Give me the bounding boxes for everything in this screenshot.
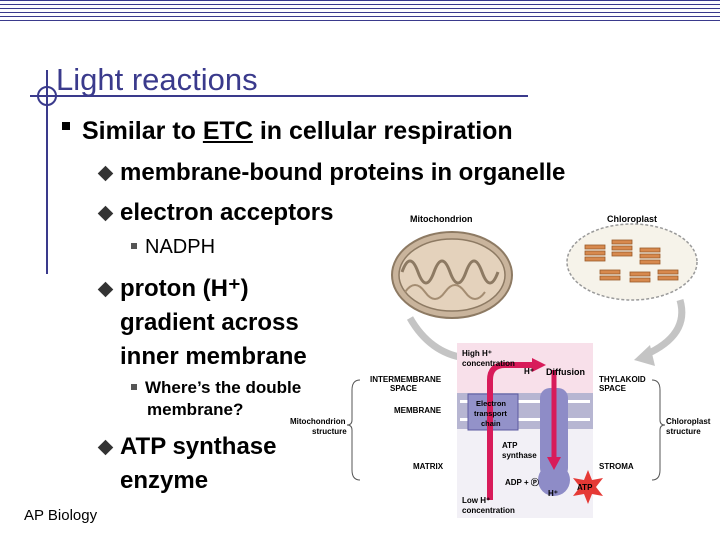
stroma-label: STROMA <box>599 462 634 471</box>
crosshair-circle <box>37 86 57 106</box>
matrix-label: MATRIX <box>413 462 444 471</box>
atp-star-icon <box>573 470 603 504</box>
high-h-label-2: concentration <box>462 359 515 368</box>
chloroplast-label: Chloroplast <box>607 214 657 224</box>
bullet-double-membrane: Where’s the double membrane? <box>131 377 301 421</box>
organelle-figure: Mitochondrion Chloroplast <box>290 214 711 518</box>
slide-title: Light reactions <box>56 62 258 97</box>
chloro-structure-label-1: Chloroplast <box>666 417 711 426</box>
bullet-proton: proton (H⁺) gradient across inner membra… <box>97 272 307 374</box>
bullet-nadph: NADPH <box>131 236 215 259</box>
bullet-atp: ATP synthase enzyme <box>97 430 277 498</box>
title-underline <box>30 95 528 97</box>
footer-label: AP Biology <box>24 507 98 524</box>
main-bullet: Similar to ETC in cellular respiration <box>62 117 513 146</box>
etc-label-2: transport <box>474 409 507 418</box>
etc-label-1: Electron <box>476 399 506 408</box>
mitochondrion-label: Mitochondrion <box>410 214 473 224</box>
chloro-structure-label-2: structure <box>666 427 701 436</box>
intermembrane-label-2: SPACE <box>390 384 418 393</box>
high-h-label-1: High H⁺ <box>462 349 492 358</box>
square-bullet-icon <box>62 122 70 131</box>
thylakoid-label-2: SPACE <box>599 384 627 393</box>
low-h-label-1: Low H⁺ <box>462 496 490 505</box>
bullet-acceptors: electron acceptors <box>97 196 333 230</box>
square-bullet-icon <box>131 383 137 390</box>
mito-structure-label-1: Mitochondrion <box>290 417 346 426</box>
vertical-rule <box>46 70 48 274</box>
diamond-bullet-icon <box>97 205 114 222</box>
atp-synthase-label-1: ATP <box>502 441 518 450</box>
diffusion-label: Diffusion <box>546 367 585 377</box>
square-bullet-icon <box>131 242 137 249</box>
diamond-bullet-icon <box>97 281 114 298</box>
diamond-bullet-icon <box>97 439 114 456</box>
mitochondrion-drawing <box>391 231 513 319</box>
thylakoid-label-1: THYLAKOID <box>599 375 646 384</box>
etc-link[interactable]: ETC <box>202 117 253 145</box>
atp-synthase-label-2: synthase <box>502 451 537 460</box>
atp-label: ATP <box>577 483 593 492</box>
adp-label: ADP + Ⓟ <box>505 477 539 487</box>
chloroplast-drawing <box>566 223 698 301</box>
header-stripes <box>0 0 720 23</box>
bullet-proteins: membrane-bound proteins in organelle <box>97 156 565 190</box>
h-plus-bottom: H⁺ <box>548 489 558 498</box>
mito-structure-label-2: structure <box>312 427 347 436</box>
etc-label-3: chain <box>481 419 501 428</box>
low-h-label-2: concentration <box>462 506 515 515</box>
membrane-label: MEMBRANE <box>394 406 442 415</box>
h-plus-top: H⁺ <box>524 367 534 376</box>
intermembrane-label-1: INTERMEMBRANE <box>370 375 442 384</box>
diamond-bullet-icon <box>97 165 114 182</box>
